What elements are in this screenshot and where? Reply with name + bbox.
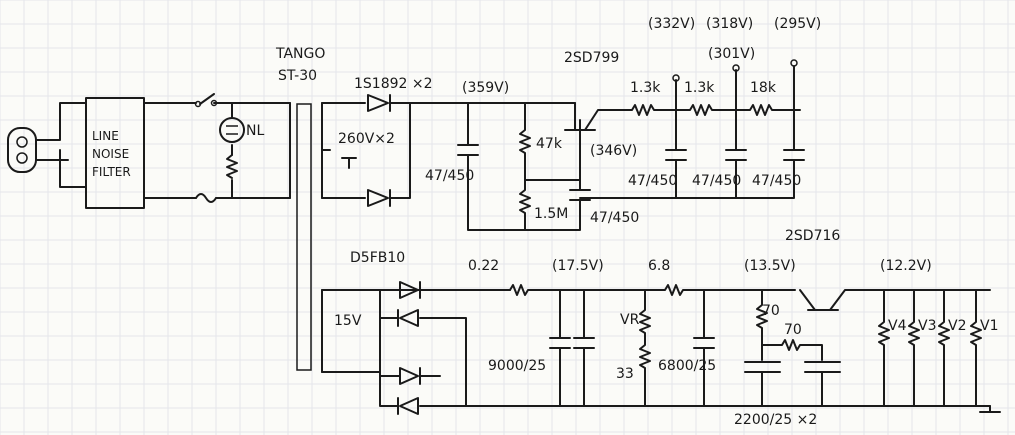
lv-v2-voltage: (13.5V) xyxy=(744,258,796,274)
hv-out-2-voltage: (318V) xyxy=(706,16,753,32)
hv-out-2b-voltage: (301V) xyxy=(708,46,755,62)
lv-cap-1-label: 9000/25 xyxy=(488,358,546,374)
hv-cap-1-label: 47/450 xyxy=(425,168,474,184)
lv-v1-voltage: (17.5V) xyxy=(552,258,604,274)
hv-base-voltage: (346V) xyxy=(590,143,637,159)
power-transformer: TANGO ST-30 xyxy=(275,46,325,373)
heater-label-v1: V1 xyxy=(980,318,998,334)
lv-rectifier-label: D5FB10 xyxy=(350,250,405,266)
hv-output-chain xyxy=(609,104,801,116)
transformer-brand: TANGO xyxy=(275,46,325,62)
lv-rb1-label: 70 xyxy=(762,303,780,319)
neon-lamp: NL xyxy=(219,102,264,199)
hv-out-1-voltage: (332V) xyxy=(648,16,695,32)
hv-rect-voltage: (359V) xyxy=(462,80,509,96)
hv-transistor-label: 2SD799 xyxy=(564,50,619,66)
lv-rb2-label: 70 xyxy=(784,322,802,338)
heater-v3 xyxy=(908,289,920,407)
heater-label-v2: V2 xyxy=(948,318,966,334)
power-switch-and-fuse xyxy=(143,93,291,203)
filter-label-2: NOISE xyxy=(92,147,129,161)
neon-lamp-label: NL xyxy=(246,123,264,139)
lv-r-vr-label: 33 xyxy=(616,366,634,382)
hv-r3-label: 18k xyxy=(750,80,777,96)
hv-cap-div xyxy=(467,179,591,231)
heater-v4 xyxy=(878,289,890,407)
lv-vr-label: VR xyxy=(620,312,640,328)
hv-diode-2 xyxy=(367,189,391,207)
hv-rectifier-label: 1S1892 ×2 xyxy=(354,76,433,92)
heater-label-v3: V3 xyxy=(918,318,936,334)
hv-div-top-label: 47k xyxy=(536,136,563,152)
hv-divider xyxy=(519,102,531,231)
hv-cap-div-label: 47/450 xyxy=(590,210,639,226)
lv-r1-label: 0.22 xyxy=(468,258,499,274)
hv-diode-1 xyxy=(367,94,391,112)
hv-cap-1 xyxy=(457,102,479,199)
lv-section: D5FB10 15V 0.22 (17.5V) 9000/25 6.8 VR 3… xyxy=(321,228,1001,428)
lv-out-voltage: (12.2V) xyxy=(880,258,932,274)
lv-secondary-label: 15V xyxy=(334,313,362,329)
hv-cap-4-label: 47/450 xyxy=(752,173,801,189)
hv-r1-label: 1.3k xyxy=(630,80,661,96)
line-noise-filter: LINE NOISE FILTER xyxy=(51,97,145,209)
heater-v2 xyxy=(938,289,950,407)
hv-r2-label: 1.3k xyxy=(684,80,715,96)
hv-secondary-label: 260V×2 xyxy=(338,131,395,147)
hv-section: 1S1892 ×2 260V×2 47/450 (359V) 47k 1.5M … xyxy=(321,16,821,231)
heater-loads: V4 V3 V2 V1 xyxy=(878,289,998,407)
hv-out-3-voltage: (295V) xyxy=(774,16,821,32)
filter-label-1: LINE xyxy=(92,129,119,143)
hv-div-bot-label: 1.5M xyxy=(534,206,568,222)
lv-r2-label: 6.8 xyxy=(648,258,670,274)
filter-label-3: FILTER xyxy=(92,165,131,179)
hv-cap-2-label: 47/450 xyxy=(628,173,677,189)
lv-transistor-label: 2SD716 xyxy=(785,228,840,244)
lv-cap-b-label: 2200/25 ×2 xyxy=(734,412,817,428)
heater-label-v4: V4 xyxy=(888,318,907,334)
heater-v1 xyxy=(970,289,982,407)
transformer-model: ST-30 xyxy=(278,68,317,84)
lv-cap-2-label: 6800/25 xyxy=(658,358,716,374)
ac-plug xyxy=(7,102,87,188)
hv-cap-3-label: 47/450 xyxy=(692,173,741,189)
hv-transistor xyxy=(564,102,611,131)
